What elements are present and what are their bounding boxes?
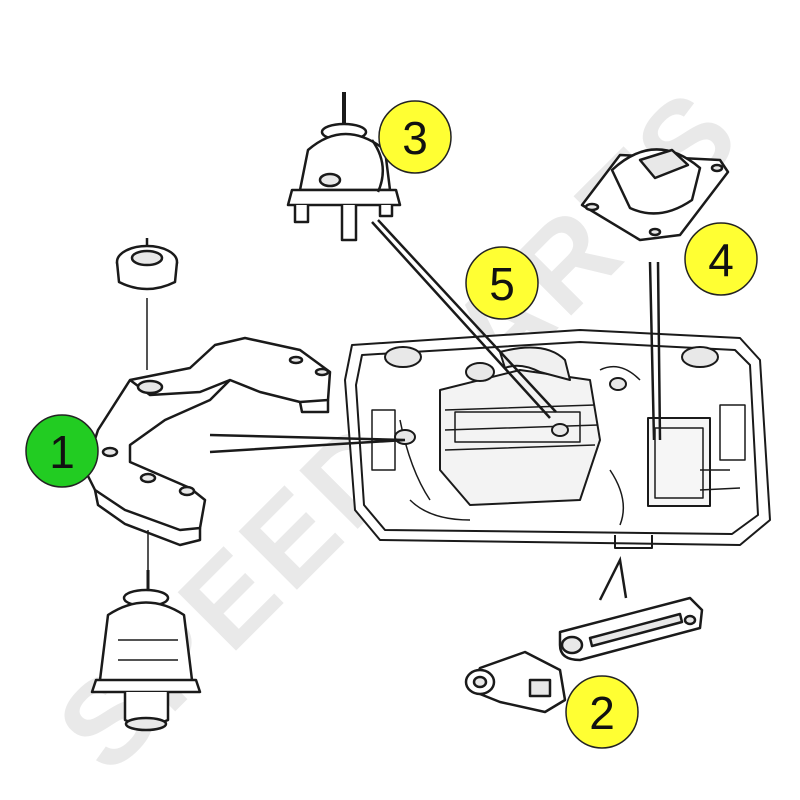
leader-3 [371,219,557,419]
part-1-subframe-assembly [83,238,332,732]
part-4-transmission-mount [580,148,730,242]
callout-4: 4 [684,222,758,296]
subframe-bracket [83,336,332,547]
leader-4 [648,261,662,441]
leader-2 [598,555,628,601]
part-2-torque-rod [558,596,704,662]
callout-1: 1 [25,414,99,488]
leader-1 [209,433,406,454]
callout-2-number: 2 [589,687,615,739]
part-2-small-mount [464,650,567,714]
callout-2-circle [565,675,639,749]
top-bushing [115,238,179,370]
callout-4-number: 4 [708,234,734,286]
bottom-engine-mount [90,530,202,732]
callout-2: 2 [565,675,639,749]
callout-4-circle [684,222,758,296]
callout-3-circle [378,100,452,174]
callout-3: 3 [378,100,452,174]
leader-lines [209,219,662,601]
callout-5-number: 5 [489,258,515,310]
callout-5-circle [465,246,539,320]
part-5-engine-bay [344,329,771,549]
part-3-upper-mount [286,92,402,242]
callout-1-number: 1 [49,426,75,478]
callout-3-number: 3 [402,112,428,164]
callout-1-circle [25,414,99,488]
callout-5: 5 [465,246,539,320]
